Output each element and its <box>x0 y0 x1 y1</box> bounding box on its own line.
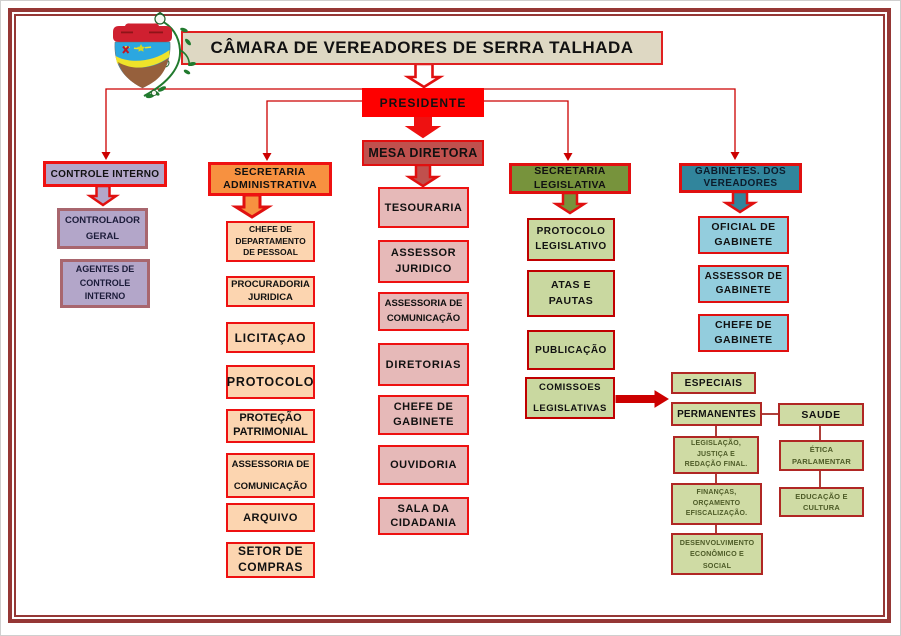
controle-interno: CONTROLE INTERNO <box>43 161 167 187</box>
arrowhead-gabinetes-dos-vereadores <box>730 152 740 160</box>
protocolo: PROTOCOLO <box>226 365 315 399</box>
atas-e-pautas: ATAS E PAUTAS <box>527 270 615 317</box>
arrow-secretaria-administrativa-down <box>230 193 274 219</box>
presidente: PRESIDENTE <box>362 88 484 117</box>
arrow-controle-interno-down <box>85 184 121 207</box>
connector-presidente-to-secretaria-administrativa <box>266 100 362 153</box>
arquivo: ARQUIVO <box>226 503 315 532</box>
connector-presidente-to-controle-interno <box>105 88 362 152</box>
assessor-de-gabinete: ASSESSOR DE GABINETE <box>698 265 789 303</box>
connector-presidente-to-secretaria-legislativa <box>484 100 569 153</box>
setor-de-compras: SETOR DE COMPRAS <box>226 542 315 578</box>
shield-ground <box>118 58 169 88</box>
arrow-gabinetes-down <box>721 190 759 214</box>
legislacao-justica-e-redacao-final: LEGISLAÇÃO, JUSTIÇA E REDAÇÃO FINAL. <box>673 436 759 474</box>
arrow-secretaria-legislativa-down <box>551 191 589 215</box>
serra-talhada-coat-of-arms <box>113 12 196 99</box>
secretaria-legislativa: SECRETARIA LEGISLATIVA <box>509 163 631 194</box>
secretaria-administrativa: SECRETARIA ADMINISTRATIVA <box>208 162 332 196</box>
oficial-de-gabinete: OFICIAL DE GABINETE <box>698 216 789 254</box>
shield-band <box>115 50 170 68</box>
tesouraria: TESOURARIA <box>378 187 469 228</box>
shield-red-mark <box>122 45 130 54</box>
shield-star <box>136 44 146 52</box>
assessoria-de-comunicacao-mesa: ASSESSORIA DE COMUNICAÇÃO <box>378 292 469 331</box>
arrow-comissoes-to-permanentes <box>615 390 669 408</box>
controlador-geral: CONTROLADOR GERAL <box>57 208 148 249</box>
connector-presidente-to-gabinetes-dos-vereadores <box>484 88 736 152</box>
arrow-title-to-presidente <box>403 62 445 89</box>
etica-parlamentar: ÉTICA PARLAMENTAR <box>779 440 864 471</box>
chefe-de-gabinete-vereadores: CHEFE DE GABINETE <box>698 314 789 352</box>
diretorias: DIRETORIAS <box>378 343 469 386</box>
publicacao: PUBLICAÇÃO <box>527 330 615 370</box>
procuradoria-juridica: PROCURADORIA JURIDICA <box>226 276 315 307</box>
assessoria-de-comunicacao-adm: ASSESSORIA DE COMUNICAÇÃO <box>226 453 315 498</box>
assessor-juridico: ASSESSOR JURIDICO <box>378 240 469 283</box>
shield-top-band <box>113 23 172 42</box>
ouvidoria: OUVIDORIA <box>378 445 469 485</box>
arrowhead-secretaria-legislativa <box>563 153 573 161</box>
arrowhead-secretaria-administrativa <box>262 153 272 161</box>
arrowhead-controle-interno <box>101 152 111 160</box>
page-title: CÂMARA DE VEREADORES DE SERRA TALHADA <box>181 31 663 65</box>
desenvolvimento-economico-e-social: DESENVOLVIMENTO ECONÔMICO E SOCIAL <box>671 533 763 575</box>
chefe-de-gabinete-mesa: CHEFE DE GABINETE <box>378 395 469 435</box>
gabinetes-dos-vereadores: GABINETES. DOS VEREADORES <box>679 163 802 193</box>
arrow-presidente-to-mesa-diretora <box>404 116 442 139</box>
agentes-de-controle-interno: AGENTES DE CONTROLE INTERNO <box>60 259 150 308</box>
mesa-diretora: MESA DIRETORA <box>362 140 484 166</box>
financas-orcamento-e-fiscalizacao: FINANÇAS, ORÇAMENTO EFISCALIZAÇÃO. <box>671 483 762 525</box>
especiais: ESPECIAIS <box>671 372 756 394</box>
arrow-mesa-diretora-down <box>404 163 442 188</box>
permanentes: PERMANENTES <box>671 402 762 426</box>
sala-da-cidadania: SALA DA CIDADANIA <box>378 497 469 535</box>
chefe-de-departamento-de-pessoal: CHEFE DE DEPARTAMENTO DE PESSOAL <box>226 221 315 262</box>
licitacao: LICITAÇAO <box>226 322 315 353</box>
comissoes-legislativas: COMISSOES LEGISLATIVAS <box>525 377 615 419</box>
educacao-e-cultura: EDUCAÇÃO E CULTURA <box>779 487 864 517</box>
protocolo-legislativo: PROTOCOLO LEGISLATIVO <box>527 218 615 261</box>
protecao-patrimonial: PROTEÇÃO PATRIMONIAL <box>226 409 315 443</box>
saude: SAUDE <box>778 403 864 426</box>
